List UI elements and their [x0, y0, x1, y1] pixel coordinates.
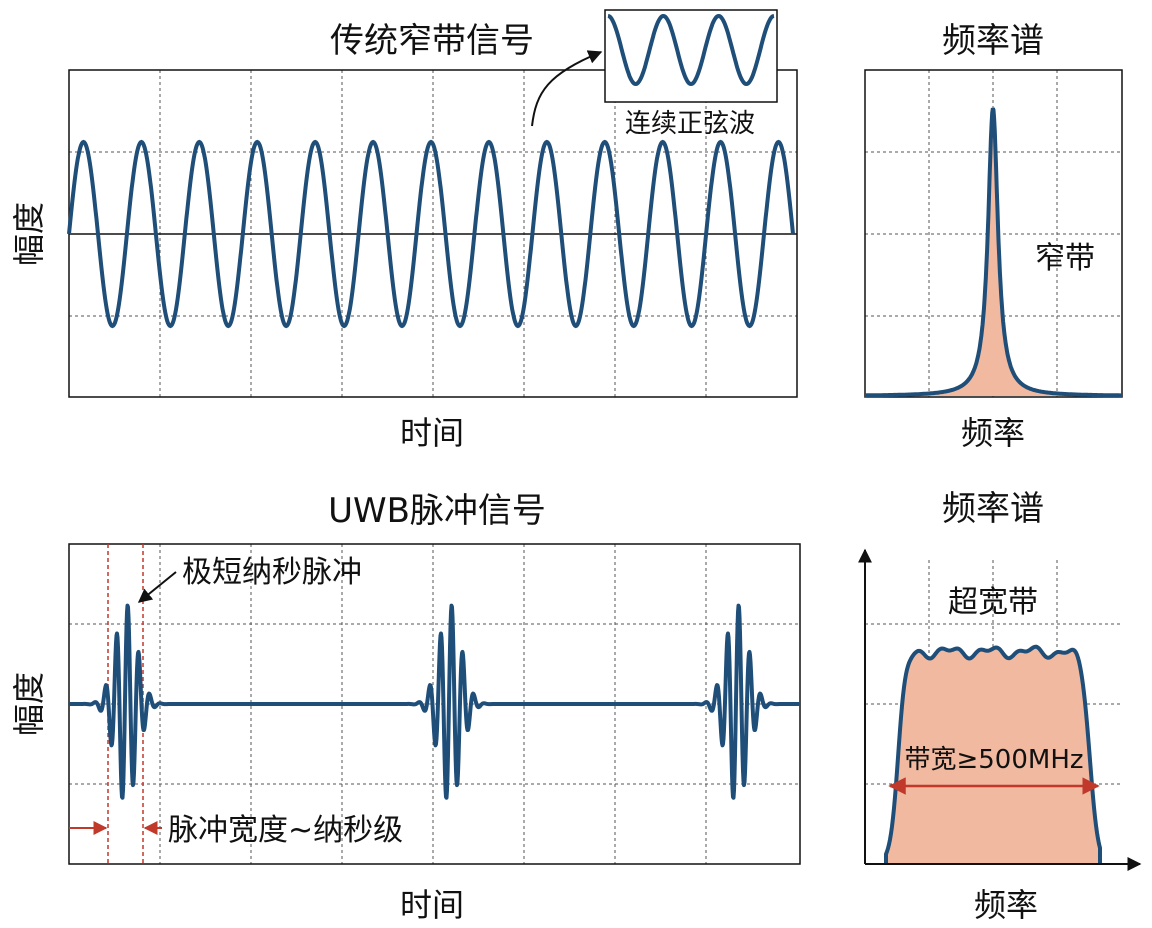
narrow-peak-curve — [865, 107, 1122, 398]
width-annotation: 脉冲宽度~纳秒级 — [168, 813, 403, 848]
top-title: 传统窄带信号 — [330, 21, 534, 61]
top-ylabel: 幅度 — [10, 202, 48, 266]
bottom-ylabel: 幅度 — [10, 672, 48, 736]
bottom-spectrum-title: 频率谱 — [942, 489, 1044, 529]
pulse-annotation: 极短纳秒脉冲 — [182, 555, 362, 590]
narrow-peak-fill — [865, 108, 1122, 396]
pulse-annotation-arrow — [137, 571, 177, 603]
bandwidth-label: 带宽≥500MHz — [904, 745, 1083, 775]
top-spectrum-title: 频率谱 — [942, 21, 1044, 61]
bottom-title: UWB脉冲信号 — [328, 491, 546, 531]
top-sine-wave — [67, 139, 795, 329]
bottom-waveform-panel: UWB脉冲信号 幅度 时间 极短纳秒脉冲 脉冲宽度~纳秒级 — [10, 491, 802, 924]
top-waveform-panel: 传统窄带信号 幅度 时间 连续正弦波 — [10, 9, 798, 452]
narrowband-label: 窄带 — [1035, 241, 1095, 276]
wideband-fill — [886, 646, 1100, 864]
top-xlabel: 时间 — [400, 414, 464, 452]
top-spectrum-panel: 频率谱 窄带 频率 — [864, 21, 1123, 452]
inset-pointer-arrow — [531, 50, 603, 127]
top-spectrum-frame — [864, 69, 1123, 398]
bottom-spectrum-xlabel: 频率 — [974, 886, 1038, 924]
bottom-xlabel: 时间 — [400, 886, 464, 924]
top-spectrum-xlabel: 频率 — [961, 414, 1025, 452]
uwb-pulse-train — [67, 603, 802, 800]
sine-inset: 连续正弦波 — [604, 9, 778, 139]
inset-frame — [604, 9, 778, 103]
inset-caption: 连续正弦波 — [625, 109, 755, 139]
inset-sine-wave — [607, 13, 775, 87]
bottom-spectrum-panel: 频率谱 超宽带 带宽≥500MHz 频率 — [858, 489, 1142, 924]
ultrawideband-label: 超宽带 — [948, 585, 1038, 620]
wideband-curve — [884, 644, 1102, 864]
